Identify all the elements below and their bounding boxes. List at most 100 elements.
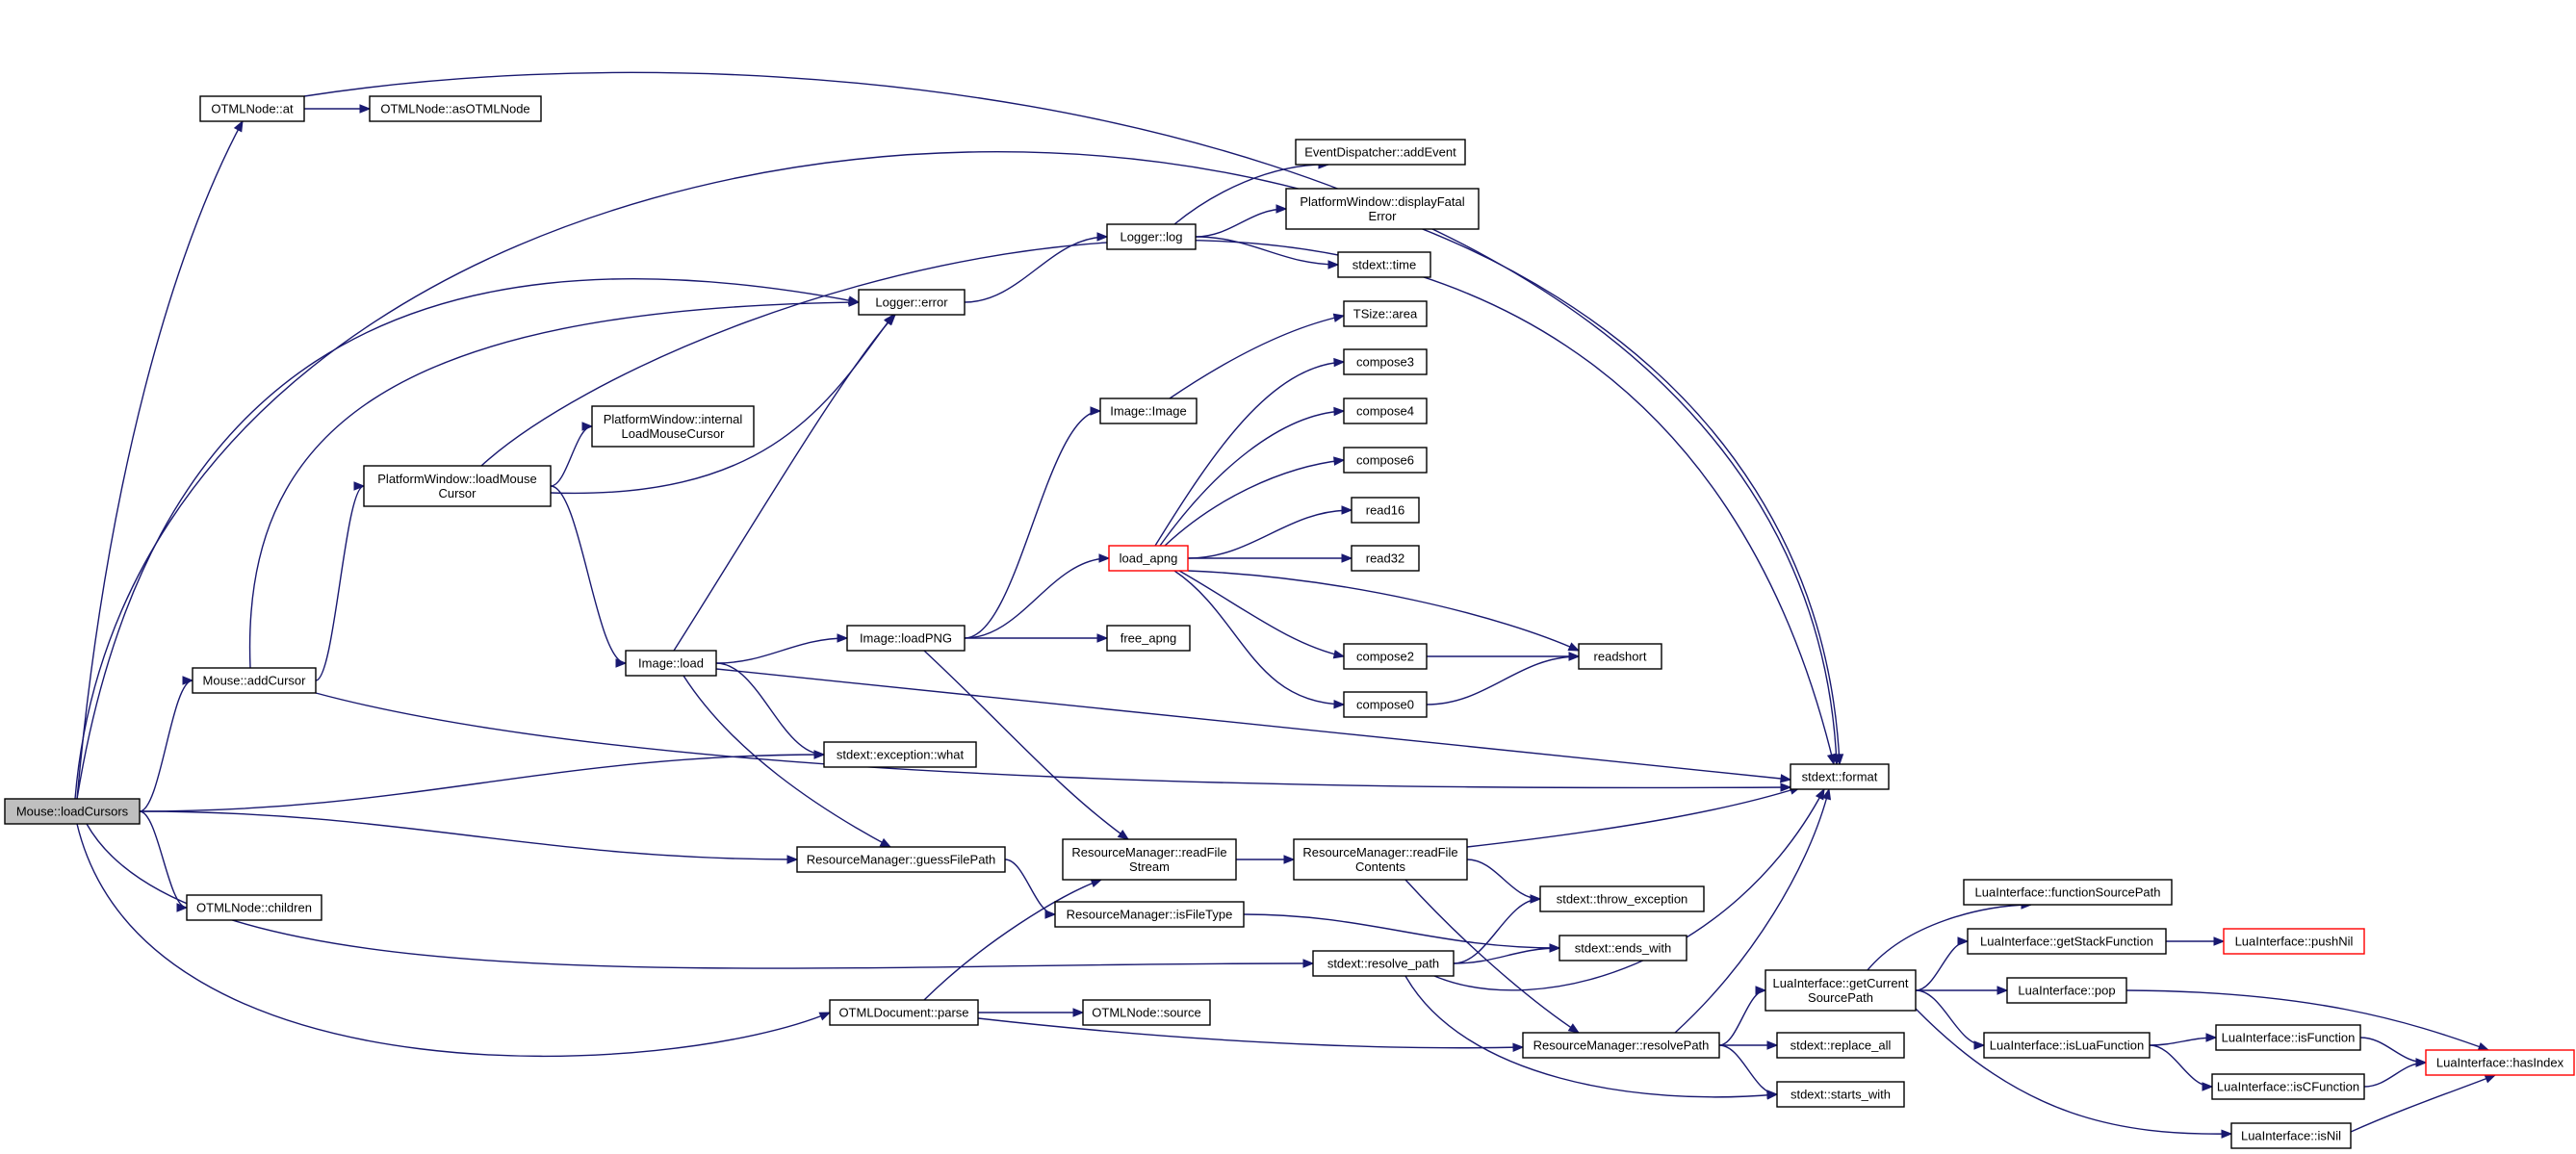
node-stdext-exception-what[interactable]: stdext::exception::what: [823, 741, 977, 768]
node-otmlnode-source[interactable]: OTMLNode::source: [1082, 999, 1211, 1026]
edge-line: [923, 650, 1129, 840]
node-stdext-throw-exception[interactable]: stdext::throw_exception: [1539, 885, 1705, 912]
node-label: ResourceManager::resolvePath: [1533, 1039, 1710, 1053]
node-stdext-time[interactable]: stdext::time: [1337, 251, 1431, 278]
node-mouse-addcursor[interactable]: Mouse::addCursor: [192, 667, 317, 694]
edge-load-apng-to-compose0: [1173, 570, 1346, 709]
node-image-loadpng[interactable]: Image::loadPNG: [846, 625, 966, 652]
node-label: stdext::resolve_path: [1327, 957, 1439, 971]
edge-logger-error-to-logger-log: [964, 232, 1109, 303]
node-label: TSize::area: [1353, 307, 1418, 321]
node-box: [1312, 950, 1455, 977]
node-read16[interactable]: read16: [1351, 497, 1420, 524]
node-mouse-loadcursors[interactable]: Mouse::loadCursors: [4, 798, 141, 825]
node-compose0[interactable]: compose0: [1343, 691, 1428, 718]
node-logger-log[interactable]: Logger::log: [1106, 223, 1197, 250]
edge-line: [1243, 913, 1560, 949]
node-label: stdext::format: [1802, 770, 1878, 784]
node-label: LuaInterface::getCurrent: [1773, 976, 1909, 990]
node-compose3[interactable]: compose3: [1343, 348, 1428, 375]
edge-compose0-to-readshort: [1426, 652, 1581, 705]
node-box: [2223, 928, 2365, 955]
node-stdext-format[interactable]: stdext::format: [1790, 763, 1890, 790]
node-box: [1106, 223, 1197, 250]
node-luainterface-isluafunction[interactable]: LuaInterface::isLuaFunction: [1983, 1032, 2151, 1059]
node-luainterface-iscfunction[interactable]: LuaInterface::isCFunction: [2211, 1073, 2365, 1100]
edge-arrowhead: [1333, 406, 1346, 417]
node-luainterface-isnil[interactable]: LuaInterface::isNil: [2230, 1122, 2352, 1149]
node-load-apng[interactable]: load_apng: [1108, 545, 1189, 572]
node-box: [858, 289, 966, 316]
node-read32[interactable]: read32: [1351, 545, 1420, 572]
edge-arrowhead: [1327, 260, 1340, 269]
node-luainterface-pop[interactable]: LuaInterface::pop: [2006, 977, 2127, 1004]
edge-arrowhead: [1957, 936, 1970, 946]
edge-line: [1674, 788, 1830, 1034]
node-label: LuaInterface::pushNil: [2235, 935, 2354, 949]
node-otmlnode-asotmlnode[interactable]: OTMLNode::asOTMLNode: [369, 95, 542, 122]
edge-line: [1453, 898, 1541, 964]
edge-resourcemanager-resolvepath-to-stdext-starts-with: [1718, 1044, 1779, 1099]
edge-line: [248, 301, 860, 669]
node-stdext-replace-all[interactable]: stdext::replace_all: [1776, 1032, 1905, 1059]
edge-arrowhead: [837, 633, 849, 643]
edge-otmldocument-parse-to-resourcemanager-resolvepath: [977, 1017, 1525, 1052]
node-otmlnode-children[interactable]: OTMLNode::children: [186, 894, 322, 921]
node-resourcemanager-guessfilepath[interactable]: ResourceManager::guessFilePath: [796, 846, 1006, 873]
node-tsize-area[interactable]: TSize::area: [1343, 300, 1428, 327]
node-stdext-ends-with[interactable]: stdext::ends_with: [1558, 935, 1687, 962]
edge-arrowhead: [176, 903, 189, 912]
node-luainterface-isfunction[interactable]: LuaInterface::isFunction: [2215, 1024, 2361, 1051]
node-otmldocument-parse[interactable]: OTMLDocument::parse: [829, 999, 979, 1026]
node-label: LuaInterface::isLuaFunction: [1990, 1039, 2144, 1053]
node-logger-error[interactable]: Logger::error: [858, 289, 966, 316]
node-stdext-resolve-path[interactable]: stdext::resolve_path: [1312, 950, 1455, 977]
node-box: [199, 95, 305, 122]
node-box: [1343, 691, 1428, 718]
node-label: PlatformWindow::internal: [604, 412, 743, 426]
edge-arrowhead: [1283, 855, 1296, 864]
node-resourcemanager-resolvepath[interactable]: ResourceManager::resolvePath: [1522, 1032, 1720, 1059]
node-readshort[interactable]: readshort: [1578, 643, 1662, 670]
node-compose2[interactable]: compose2: [1343, 643, 1428, 670]
edge-stdext-resolve-path-to-stdext-format: [1433, 787, 1825, 991]
edge-arrowhead: [2205, 1033, 2218, 1042]
node-box: [1285, 188, 1480, 230]
node-compose4[interactable]: compose4: [1343, 397, 1428, 424]
node-label: LuaInterface::hasIndex: [2436, 1056, 2564, 1070]
node-image-load[interactable]: Image::load: [625, 650, 717, 677]
edge-arrowhead: [1275, 204, 1288, 214]
edge-logger-log-to-platformwindow-displayfatalerror: [1195, 204, 1288, 238]
node-eventdispatcher-addevent[interactable]: EventDispatcher::addEvent: [1295, 139, 1466, 166]
edge-line: [2350, 1074, 2496, 1133]
node-label: compose3: [1356, 355, 1414, 370]
node-image-image[interactable]: Image::Image: [1099, 397, 1198, 424]
node-stdext-starts-with[interactable]: stdext::starts_with: [1776, 1081, 1905, 1108]
node-compose6[interactable]: compose6: [1343, 447, 1428, 474]
edge-arrowhead: [1096, 633, 1109, 643]
node-otmlnode-at[interactable]: OTMLNode::at: [199, 95, 305, 122]
edge-arrowhead: [1117, 830, 1130, 840]
node-luainterface-getstackfunction[interactable]: LuaInterface::getStackFunction: [1967, 928, 2167, 955]
edge-line: [76, 823, 831, 1058]
node-resourcemanager-isfiletype[interactable]: ResourceManager::isFileType: [1054, 901, 1245, 928]
edge-luainterface-getcurrentsourcepath-to-luainterface-isluafunction: [1915, 989, 1986, 1050]
node-label: Cursor: [438, 486, 477, 500]
edge-line: [1466, 859, 1541, 900]
node-luainterface-pushnil[interactable]: LuaInterface::pushNil: [2223, 928, 2365, 955]
edge-line: [1867, 904, 2032, 971]
edge-line: [1195, 236, 1339, 266]
edge-arrowhead: [1333, 700, 1346, 709]
node-free-apng[interactable]: free_apng: [1106, 625, 1191, 652]
node-luainterface-hasindex[interactable]: LuaInterface::hasIndex: [2425, 1049, 2575, 1076]
edge-line: [923, 879, 1102, 1001]
edge-arrowhead: [1341, 553, 1353, 563]
node-luainterface-functionsourcepath[interactable]: LuaInterface::functionSourcePath: [1963, 879, 2173, 906]
